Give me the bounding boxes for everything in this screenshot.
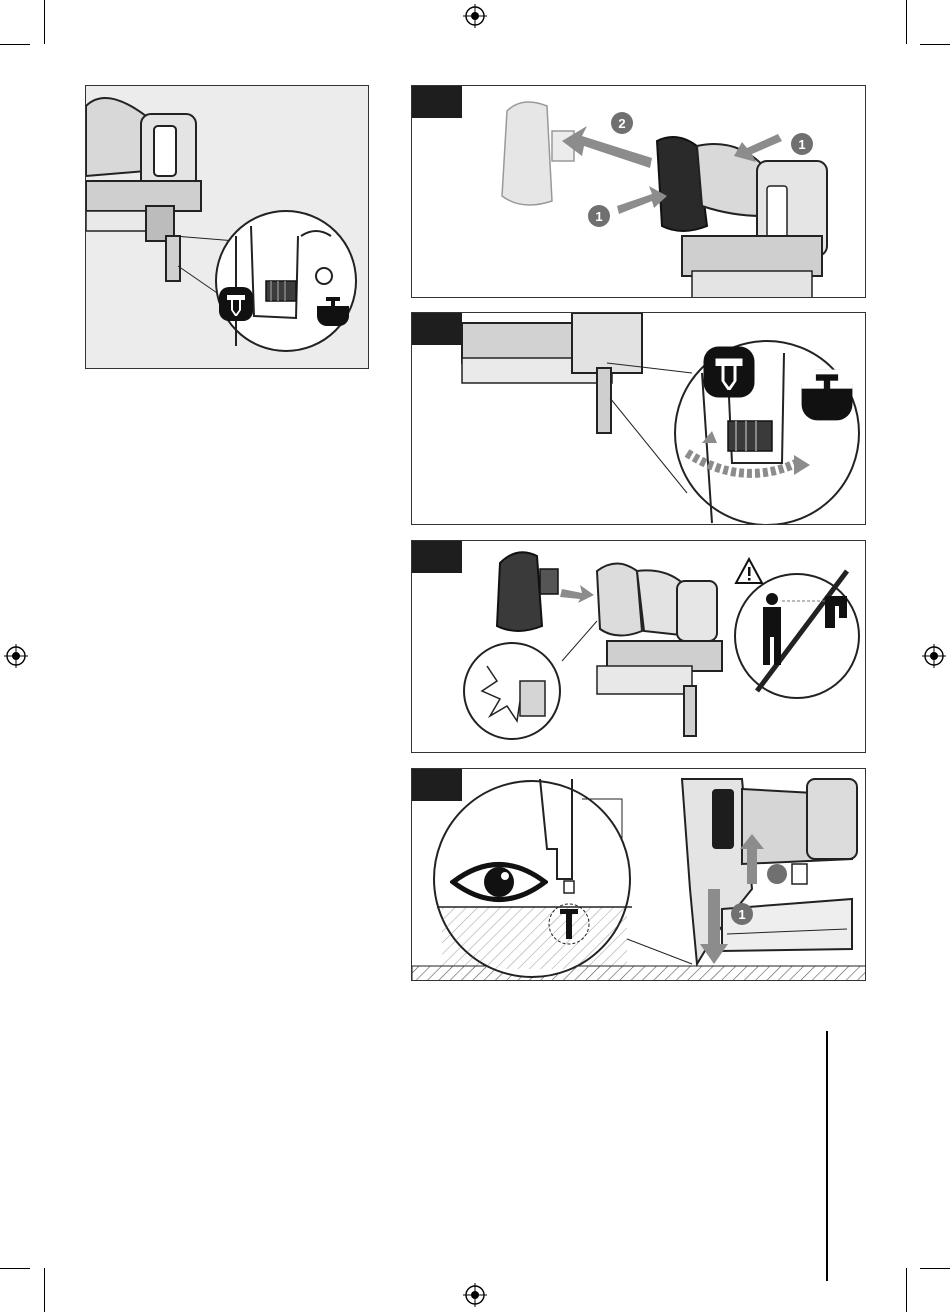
callout-1a: 1	[595, 209, 602, 224]
registration-target-left	[4, 644, 28, 668]
crop-mark-top-right-h	[920, 44, 950, 45]
figure-depth-overview	[85, 85, 369, 369]
crop-mark-bottom-left-v	[44, 1268, 45, 1312]
step-tab	[412, 541, 462, 573]
crop-mark-top-left-h	[0, 44, 30, 45]
figure-battery-removal: 2 1 1	[411, 85, 866, 298]
staple-depth-icon	[702, 345, 756, 399]
battery-removal-illustration: 2 1 1	[412, 86, 866, 298]
figure-safety	[411, 540, 866, 753]
nail-depth-icon	[316, 293, 350, 327]
registration-target-top	[463, 4, 487, 28]
nail-depth-icon	[800, 368, 854, 422]
registration-target-bottom	[463, 1283, 487, 1307]
callout-2: 2	[618, 116, 625, 131]
crop-mark-bottom-left-h	[0, 1268, 30, 1269]
figure-nose-contact: 1	[411, 768, 866, 981]
crop-mark-top-right-v	[906, 0, 907, 44]
figure-depth-dial	[411, 312, 866, 525]
eye-icon	[450, 857, 548, 907]
step-tab	[412, 86, 462, 118]
page-edge-rule	[826, 1031, 828, 1281]
no-person-icon	[757, 591, 857, 671]
crop-mark-bottom-right-v	[906, 1268, 907, 1312]
step-tab	[412, 769, 462, 801]
step-tab	[412, 313, 462, 345]
staple-depth-icon	[218, 286, 254, 322]
depth-dial-illustration	[412, 313, 866, 525]
crop-mark-bottom-right-h	[920, 1268, 950, 1269]
callout-1: 1	[738, 907, 745, 922]
warning-triangle-icon	[734, 557, 764, 585]
callout-1b: 1	[798, 137, 805, 152]
registration-target-right	[922, 644, 946, 668]
crop-mark-top-left-v	[44, 0, 45, 44]
